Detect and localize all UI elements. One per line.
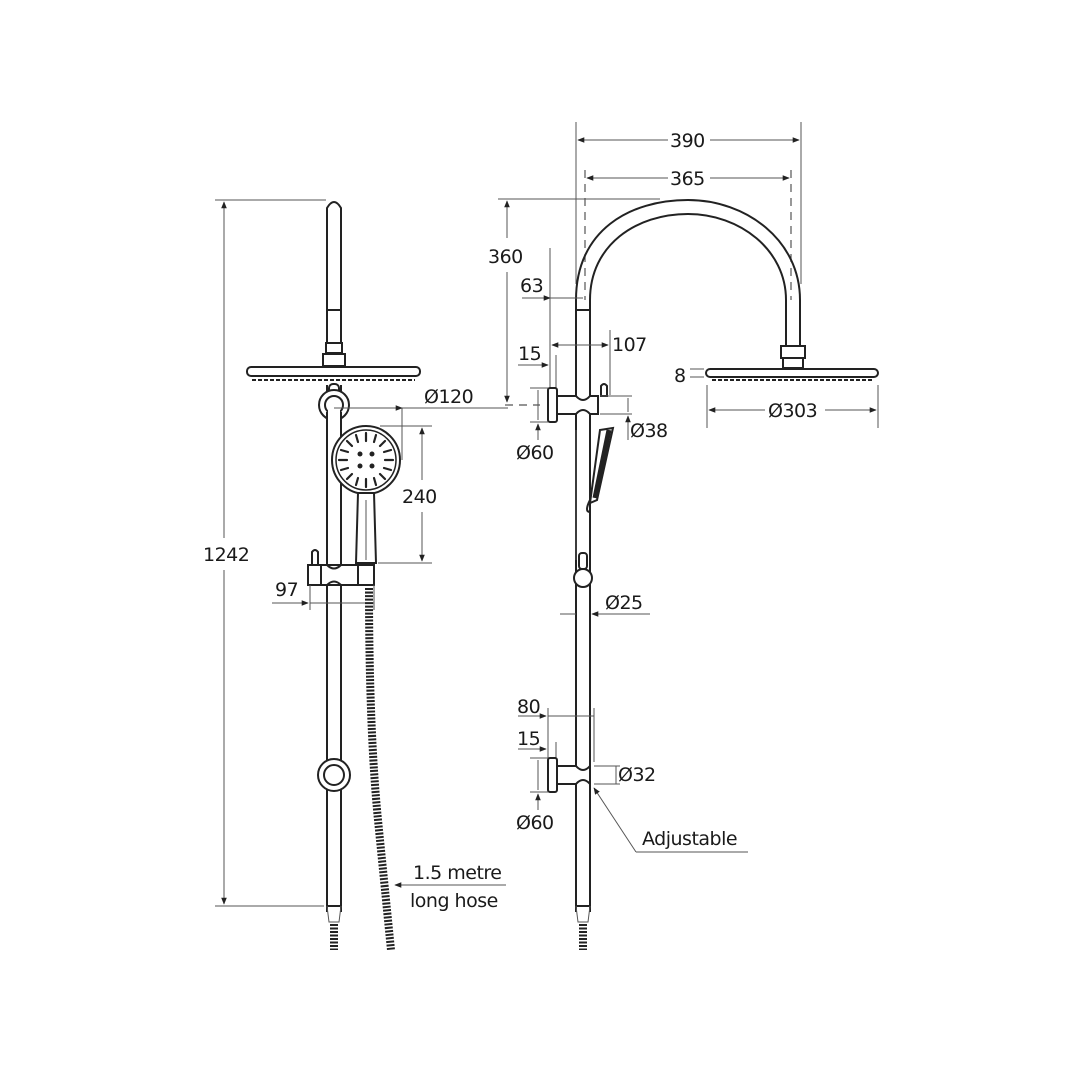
top-bracket-diameter-label: Ø38 (630, 420, 668, 442)
spray-nozzles-icon (337, 431, 395, 489)
gooseneck-arm (575, 198, 801, 350)
head-thickness-label: 8 (674, 365, 686, 387)
top-wall-flange (547, 387, 558, 423)
holder-projection-label: 97 (275, 579, 298, 601)
hose-label-line1: 1.5 metre (413, 862, 502, 884)
arm-height-label: 360 (488, 246, 523, 268)
side-view: 390 365 360 63 8 Ø303 (488, 122, 879, 950)
bottom-flange-diameter-label: Ø60 (516, 812, 554, 834)
top-flange-diameter-label: Ø60 (516, 442, 554, 464)
top-flange-thickness-label: 15 (518, 343, 541, 365)
adjustable-label: Adjustable (642, 828, 737, 850)
side-slide-holder (573, 568, 593, 588)
slide-holder (307, 564, 375, 586)
top-bracket-projection-label: 107 (612, 334, 647, 356)
bottom-wall-flange (547, 757, 558, 793)
bottom-bracket-projection-label: 80 (517, 696, 540, 718)
hand-shower-diameter-label: Ø120 (424, 386, 473, 408)
arm-inner-width-label: 365 (670, 168, 705, 190)
bottom-flange-thickness-label: 15 (517, 728, 540, 750)
shower-hose (365, 587, 395, 951)
arm-offset-label: 63 (520, 275, 543, 297)
head-diameter-label: Ø303 (768, 400, 817, 422)
hose-label-line2: long hose (410, 890, 498, 912)
side-shower-head (705, 368, 879, 378)
overall-height-label: 1242 (203, 544, 249, 566)
bottom-bracket-diameter-label: Ø32 (618, 764, 656, 786)
front-view: 1242 Ø120 (203, 199, 508, 951)
overhead-arm (326, 201, 342, 350)
hand-shower-length-label: 240 (402, 486, 437, 508)
overhead-shower-head (246, 366, 421, 377)
rail-diameter-label: Ø25 (605, 592, 643, 614)
arm-outer-width-label: 390 (670, 130, 705, 152)
